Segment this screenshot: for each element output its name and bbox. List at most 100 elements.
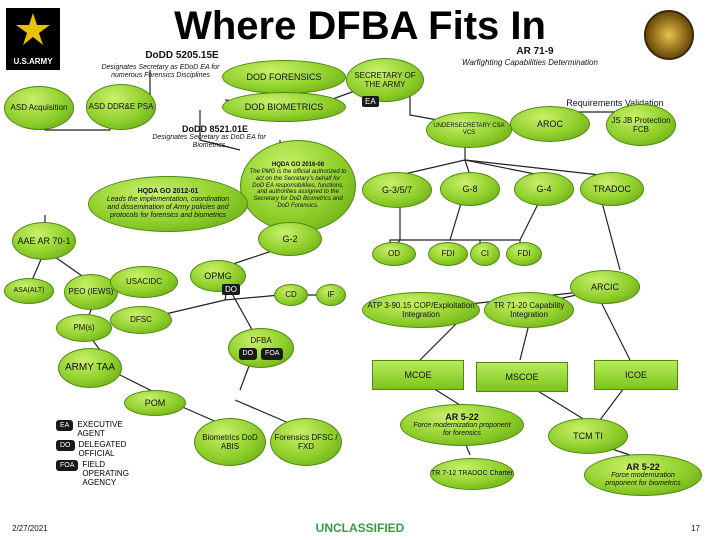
legend-text-foa: FIELD OPERATING AGENCY (82, 460, 129, 487)
ar5-22-biometrics-node: AR 5-22 Force modernization proponent fo… (584, 454, 702, 496)
dfsc-node: DFSC (110, 306, 172, 334)
secretary-army-node: SECRETARY OF THE ARMY (346, 58, 424, 102)
hqda-go-2012-title: HQDA GO 2012-01 (137, 187, 199, 195)
legend-text-ea: EXECUTIVE AGENT (77, 420, 123, 438)
ci-node: CI (470, 242, 500, 266)
if-node: IF (316, 284, 346, 306)
army-taa-label: ARMY TAA (64, 362, 115, 374)
fdi-node-2: FDI (506, 242, 542, 266)
hqda-go-2016-title: HQDA GO 2016-08 (271, 161, 325, 168)
mcoe-node: MCOE (372, 360, 464, 390)
secretary-army-label: SECRETARY OF THE ARMY (354, 70, 416, 89)
dod-biometrics-label: DOD BIOMETRICS (244, 101, 324, 112)
aae-label: AAE AR 70-1 (17, 235, 71, 246)
asd-ddre-label: ASD DDR&E PSA (88, 102, 154, 112)
tr7-12-label: TR 7-12 TRADOC Charter (431, 469, 513, 477)
tradoc-label: TRADOC (593, 183, 631, 194)
dfba-node: DFBA DO FOA (228, 328, 294, 368)
legend-item-do: DO DELEGATED OFFICIAL (56, 440, 176, 458)
mscoe-node: MSCOE (476, 362, 568, 392)
arcic-label: ARCIC (590, 281, 619, 292)
pms-label: PM(s) (73, 323, 95, 333)
g2-node: G-2 (258, 222, 322, 256)
peo-iews-label: PEO (IEWS) (68, 287, 114, 297)
army-logo: U.S.ARMY (6, 8, 60, 70)
ar5-22-biometrics-title: AR 5-22 (626, 461, 660, 472)
legend-item-foa: FOA FIELD OPERATING AGENCY (56, 460, 176, 487)
g4-node: G-4 (514, 172, 574, 206)
dodd5205-desc: Designates Secretary as EDoD EA for nume… (101, 64, 220, 80)
footer-date: 2/27/2021 (12, 524, 48, 533)
classification-label: UNCLASSIFIED (315, 521, 405, 535)
legend-abbr-foa: FOA (56, 460, 79, 471)
mcoe-label: MCOE (404, 369, 432, 380)
usacidc-node: USACIDC (110, 266, 178, 298)
fdi-label-2: FDI (517, 249, 531, 259)
g8-node: G-8 (440, 172, 500, 206)
ci-label: CI (481, 249, 489, 259)
dodd8521-title: DoDD 8521.01E (181, 124, 249, 134)
if-label: IF (327, 290, 335, 300)
usacidc-label: USACIDC (125, 277, 162, 287)
tr7-12-node: TR 7-12 TRADOC Charter (430, 458, 514, 490)
legend: EA EXECUTIVE AGENT DO DELEGATED OFFICIAL… (56, 420, 176, 487)
asd-acquisition-node: ASD Acquisition (4, 86, 74, 130)
hqda-go-2012-desc: Leads the implementation, coordination a… (106, 195, 230, 220)
cd-node: CD (274, 284, 308, 306)
tradoc-node: TRADOC (580, 172, 644, 206)
forensics-dfsc-label: Forensics DFSC / FXD (274, 432, 338, 451)
hqda-go-2012-node: HQDA GO 2012-01 Leads the implementation… (88, 176, 248, 232)
icoe-label: ICOE (624, 369, 647, 380)
dfsc-label: DFSC (130, 315, 152, 325)
js-jb-protection-fcb-label: JS JB Protection FCB (611, 115, 671, 134)
g2-label: G-2 (282, 233, 298, 244)
pom-node: POM (124, 390, 186, 416)
pom-label: POM (144, 397, 166, 408)
dodd5205-title: DoDD 5205.15E (145, 50, 219, 61)
od-node: OD (372, 242, 416, 266)
atp-node: ATP 3-90.15 COP/Exploitation Integration (362, 292, 480, 328)
icoe-node: ICOE (594, 360, 678, 390)
army-star-icon (16, 13, 50, 45)
aroc-label: AROC (536, 118, 563, 129)
js-jb-protection-fcb-node: JS JB Protection FCB (606, 104, 676, 146)
page-title: Where DFBA Fits In (174, 4, 546, 48)
aroc-node: AROC (510, 106, 590, 142)
ar71-9-desc: Warfighting Capabilities Determination (462, 58, 598, 67)
army-logo-text: U.S.ARMY (13, 57, 53, 66)
dfba-do-badge: DO (238, 347, 258, 360)
g357-label: G-3/5/7 (381, 184, 412, 195)
legend-text-do: DELEGATED OFFICIAL (78, 440, 127, 458)
arcic-node: ARCIC (570, 270, 640, 304)
ar71-9-title: AR 71-9 (516, 46, 554, 57)
ar5-22-forensics-node: AR 5-22 Force modernization proponent fo… (400, 404, 524, 446)
ar5-22-forensics-title: AR 5-22 (445, 411, 479, 422)
asd-ddre-node: ASD DDR&E PSA (86, 84, 156, 130)
g4-label: G-4 (536, 183, 552, 194)
aae-node: AAE AR 70-1 (12, 222, 76, 260)
requirements-validation-label: Requirements Validation (566, 98, 664, 108)
hqda-go-2016-node: HQDA GO 2016-08 The PMG is the official … (240, 140, 356, 232)
tcm-ti-node: TCM TI (548, 418, 628, 454)
forensics-dfsc-node: Forensics DFSC / FXD (270, 418, 342, 466)
dod-forensics-label: DOD FORENSICS (246, 71, 322, 82)
ea-badge: EA (362, 96, 379, 107)
legend-abbr-do: DO (56, 440, 75, 451)
undersecretary-node: UNDERSECRETARY CSA VCS (426, 112, 512, 148)
mscoe-label: MSCOE (505, 371, 539, 382)
atp-label: ATP 3-90.15 COP/Exploitation Integration (367, 300, 475, 319)
pms-node: PM(s) (56, 314, 112, 342)
g8-label: G-8 (462, 183, 478, 194)
biometrics-abis-node: Biometrics DoD ABIS (194, 418, 266, 466)
legend-item-ea: EA EXECUTIVE AGENT (56, 420, 176, 438)
opmg-label: OPMG (204, 270, 232, 281)
biometrics-abis-label: Biometrics DoD ABIS (202, 432, 258, 451)
asa-alt-node: ASA(ALT) (4, 278, 54, 304)
dodd8521-desc: Designates Secretary as DoD EA for Biome… (152, 134, 266, 150)
undersecretary-label: UNDERSECRETARY CSA VCS (433, 123, 505, 136)
page-number: 17 (691, 524, 700, 533)
dfba-label: DFBA (250, 336, 272, 346)
g357-node: G-3/5/7 (362, 172, 432, 208)
asd-acquisition-label: ASD Acquisition (10, 103, 68, 113)
